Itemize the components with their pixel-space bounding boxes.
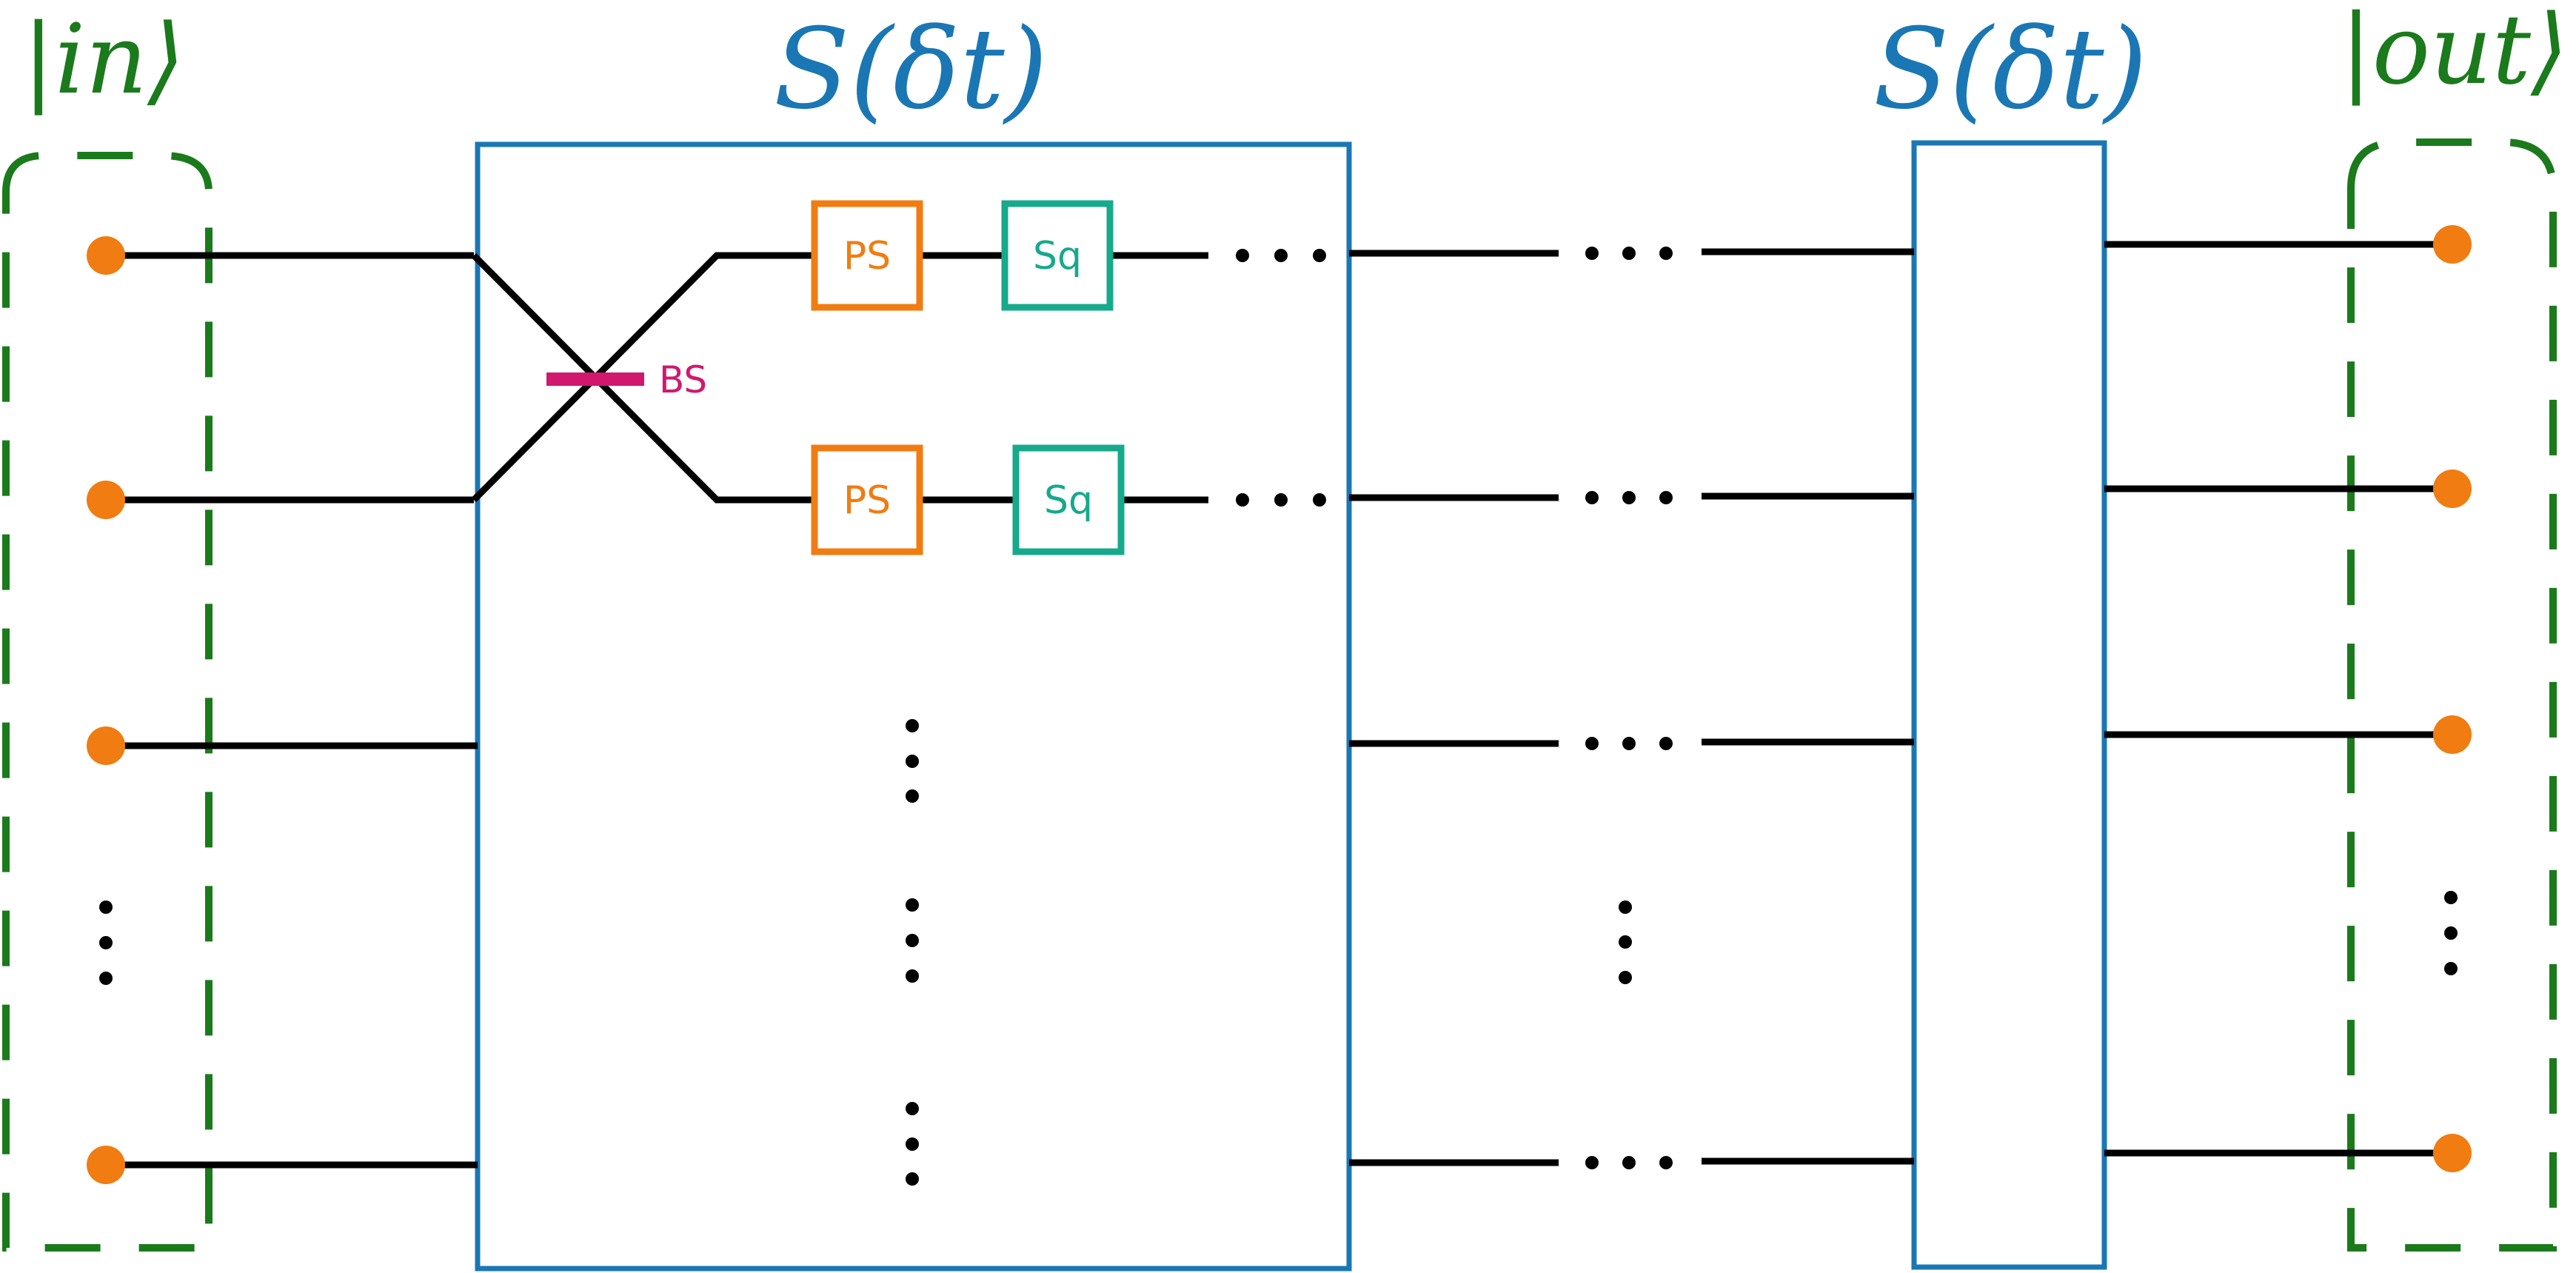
output-mode-dot bbox=[2433, 715, 2472, 754]
block-title-1: S(δt) bbox=[774, 5, 1048, 134]
phase-shifter-2-label: PS bbox=[843, 478, 891, 523]
input-mode-dot bbox=[87, 1146, 125, 1184]
vertical-ellipsis-icon bbox=[906, 898, 919, 983]
output-mode-dot bbox=[2433, 470, 2472, 508]
output-state-label: |out⟩ bbox=[2340, 0, 2569, 106]
input-wires bbox=[107, 252, 478, 1169]
vertical-ellipsis-icon bbox=[906, 719, 919, 803]
squeezer-1 bbox=[1001, 200, 1114, 311]
squeezer-1-label: Sq bbox=[1033, 234, 1082, 278]
vertical-ellipsis-icon bbox=[1619, 901, 1632, 984]
input-state-label: |in⟩ bbox=[22, 3, 185, 116]
phase-shifter-2 bbox=[811, 444, 923, 555]
output-modes bbox=[2433, 225, 2472, 1172]
phase-shifter-1-label: PS bbox=[843, 234, 891, 278]
input-mode-dot bbox=[87, 481, 125, 519]
horizontal-ellipsis-icon bbox=[1585, 247, 1673, 260]
input-mode-dot bbox=[87, 726, 125, 765]
output-wires bbox=[2104, 241, 2452, 1157]
output-mode-dot bbox=[2433, 1134, 2472, 1172]
beam-splitter-label: BS bbox=[659, 358, 707, 401]
horizontal-ellipsis-icon bbox=[1236, 493, 1326, 507]
vertical-ellipsis-icon bbox=[99, 901, 113, 985]
inter-block-wires bbox=[1349, 248, 1914, 1166]
input-modes bbox=[87, 236, 125, 1184]
squeezer-2 bbox=[1012, 444, 1125, 555]
vertical-ellipsis-icon bbox=[2444, 891, 2458, 975]
horizontal-ellipsis-icon bbox=[1585, 1156, 1673, 1169]
output-mode-dot bbox=[2433, 225, 2472, 264]
squeezer-2-label: Sq bbox=[1044, 478, 1093, 523]
input-boundary bbox=[1, 152, 213, 1252]
horizontal-ellipsis-icon bbox=[1236, 249, 1326, 262]
evolution-block-1 bbox=[475, 141, 1352, 1272]
input-mode-dot bbox=[87, 236, 125, 275]
block-title-2: S(δt) bbox=[1873, 5, 2147, 134]
evolution-block-2 bbox=[1911, 140, 2107, 1270]
horizontal-ellipsis-icon bbox=[1585, 737, 1673, 750]
output-boundary bbox=[2347, 138, 2557, 1252]
phase-shifter-1 bbox=[811, 200, 923, 311]
beam-splitter-crossing bbox=[471, 252, 814, 504]
vertical-ellipsis-icon bbox=[906, 1102, 919, 1186]
horizontal-ellipsis-icon bbox=[1585, 491, 1673, 504]
